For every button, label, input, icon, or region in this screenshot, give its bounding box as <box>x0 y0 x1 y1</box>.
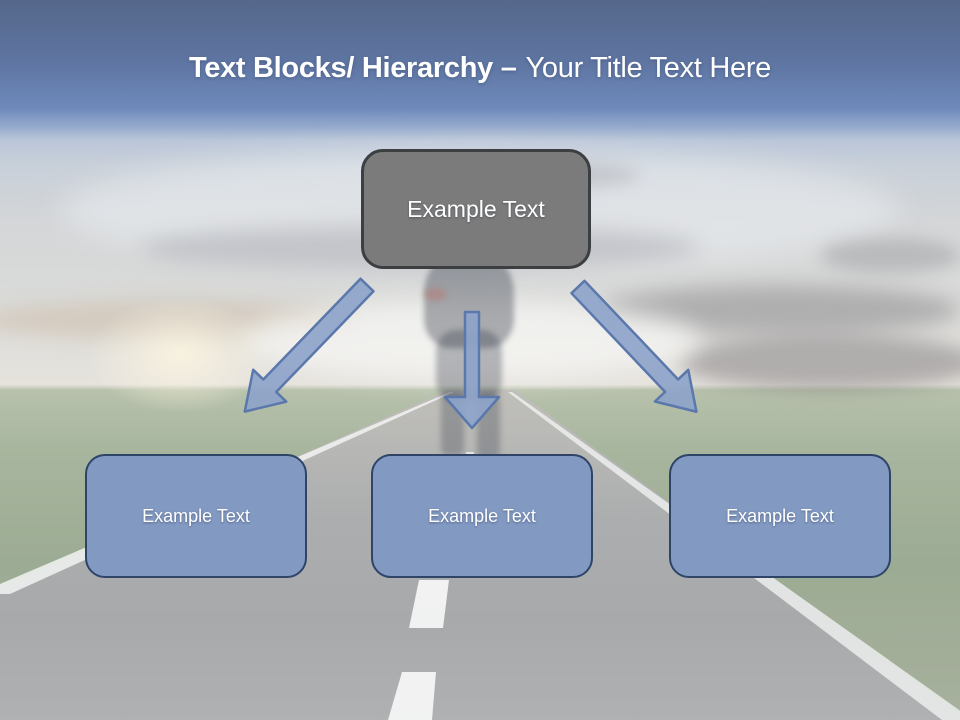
child-text-block-2[interactable]: Example Text <box>371 454 593 578</box>
slide-title-bold: Text Blocks/ Hierarchy – <box>188 52 517 84</box>
child-text-block-1-label: Example Text <box>142 505 250 526</box>
child-text-block-3-label: Example Text <box>726 505 834 526</box>
slide-title-regular: Your Title Text Here <box>525 52 772 84</box>
root-text-block-label: Example Text <box>407 195 545 222</box>
child-text-block-3[interactable]: Example Text <box>669 454 891 578</box>
arrow-down-icon <box>443 310 501 430</box>
arrow-down-right-icon <box>570 279 698 414</box>
slide-title: Text Blocks/ Hierarchy –Your Title Text … <box>0 52 960 85</box>
arrow-down-left-icon <box>243 277 375 413</box>
child-text-block-1[interactable]: Example Text <box>85 454 307 578</box>
root-text-block[interactable]: Example Text <box>361 149 591 269</box>
child-text-block-2-label: Example Text <box>428 505 536 526</box>
